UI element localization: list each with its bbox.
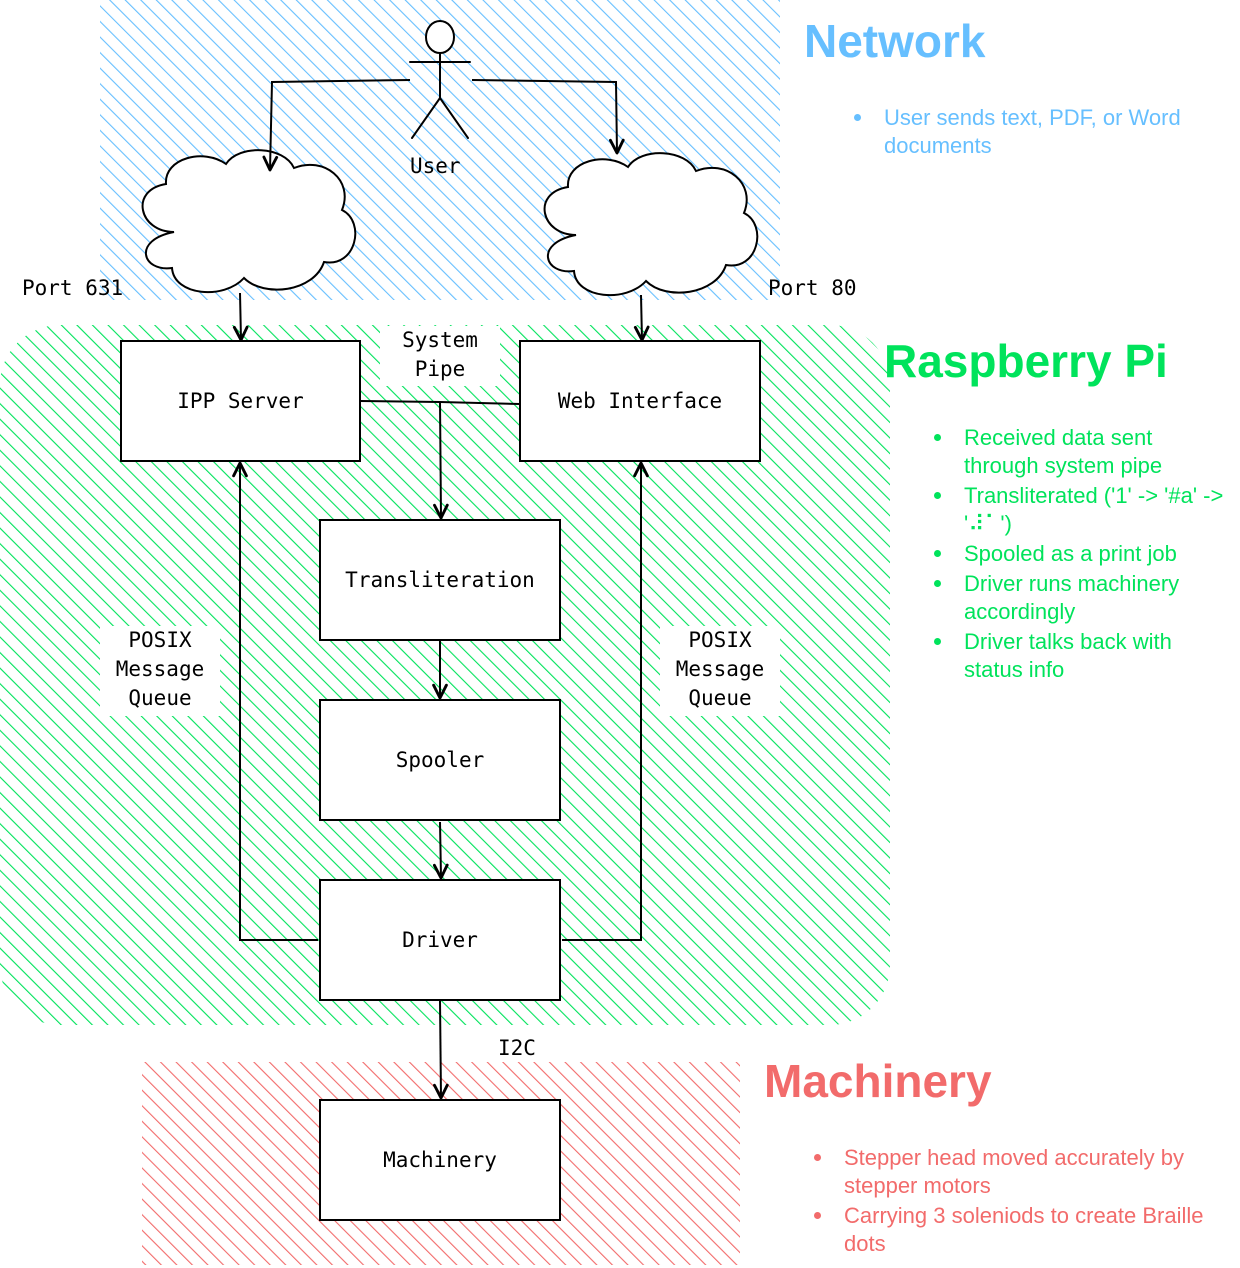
stick-figure-icon bbox=[409, 20, 471, 139]
port-80-label: Port 80 bbox=[768, 276, 857, 300]
driver-box bbox=[319, 879, 561, 1001]
system-pipe-line2: Pipe bbox=[414, 357, 466, 381]
network-bullets: User sends text, PDF, or Word documents bbox=[854, 104, 1184, 162]
machinery-bullets: Stepper head moved accurately by stepper… bbox=[814, 1144, 1204, 1260]
list-item: User sends text, PDF, or Word documents bbox=[854, 104, 1184, 160]
posix-queue-left-label: POSIX Message Queue bbox=[100, 626, 220, 716]
raspberry-pi-region bbox=[0, 325, 890, 1025]
machinery-label: Machinery bbox=[383, 1148, 497, 1172]
list-item: Received data sent through system pipe bbox=[934, 424, 1224, 480]
posix-right-line1: POSIX bbox=[688, 628, 752, 652]
cloud-icon bbox=[141, 149, 357, 294]
ipp-server-box bbox=[120, 340, 361, 462]
raspberry-pi-title: Raspberry Pi bbox=[884, 335, 1168, 387]
posix-left-line1: POSIX bbox=[128, 628, 192, 652]
machinery-box bbox=[319, 1099, 561, 1221]
transliteration-box bbox=[319, 519, 561, 641]
web-interface-box bbox=[519, 340, 761, 462]
ipp-server-label: IPP Server bbox=[177, 389, 304, 413]
list-item: Spooled as a print job bbox=[934, 540, 1224, 568]
list-item: Driver runs machinery accordingly bbox=[934, 570, 1224, 626]
network-title: Network bbox=[804, 15, 986, 67]
posix-left-line2: Message bbox=[115, 657, 205, 681]
list-item: Carrying 3 soleniods to create Braille d… bbox=[814, 1202, 1204, 1258]
web-interface-label: Web Interface bbox=[557, 389, 723, 413]
transliteration-label: Transliteration bbox=[345, 568, 535, 592]
spooler-label: Spooler bbox=[395, 748, 485, 772]
cloud-icon bbox=[543, 152, 759, 297]
system-pipe-label: System Pipe bbox=[380, 326, 500, 386]
list-item: Driver talks back with status info bbox=[934, 628, 1224, 684]
driver-label: Driver bbox=[402, 928, 478, 952]
raspberry-pi-bullets: Received data sent through system pipe T… bbox=[934, 424, 1224, 686]
system-pipe-line1: System bbox=[402, 328, 478, 352]
user-label: User bbox=[410, 154, 461, 178]
port-631-label: Port 631 bbox=[22, 276, 124, 300]
posix-right-line3: Queue bbox=[688, 686, 752, 710]
i2c-label: I2C bbox=[498, 1036, 536, 1060]
list-item: Stepper head moved accurately by stepper… bbox=[814, 1144, 1204, 1200]
machinery-title: Machinery bbox=[764, 1055, 992, 1107]
spooler-box bbox=[319, 699, 561, 821]
posix-right-line2: Message bbox=[675, 657, 765, 681]
posix-queue-right-label: POSIX Message Queue bbox=[660, 626, 780, 716]
list-item: Transliterated ('1' -> '#a' -> '⠼⠁') bbox=[934, 482, 1224, 538]
posix-left-line3: Queue bbox=[128, 686, 192, 710]
